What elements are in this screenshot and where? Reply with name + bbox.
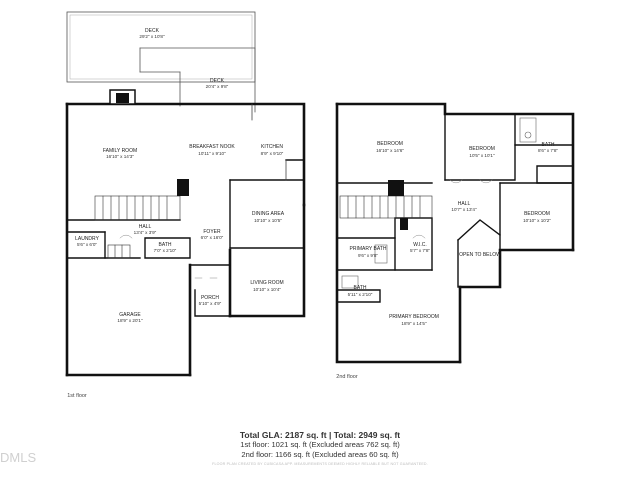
primary-bedroom-name: PRIMARY BEDROOM — [389, 314, 439, 320]
bath-1-dims: 7'0" x 2'10" — [154, 248, 177, 253]
porch-name: PORCH — [201, 295, 219, 301]
second-floor-walls — [335, 102, 575, 364]
hall-1-dims: 13'4" x 3'9" — [134, 230, 157, 235]
second-floor-labels: BEDROOM 16'10" x 14'6" BEDROOM 10'5" x 1… — [336, 141, 558, 380]
foyer-name: FOYER — [203, 229, 221, 235]
bedroom-1-dims: 16'10" x 14'6" — [376, 148, 404, 153]
second-floor-doors — [412, 179, 493, 239]
porch-dims: 5'10" x 4'9" — [199, 301, 222, 306]
total-area-headline: Total GLA: 2187 sq. ft | Total: 2949 sq.… — [239, 430, 401, 440]
living-room-name: LIVING ROOM — [250, 280, 283, 286]
primary-bath-name: PRIMARY BATH — [350, 246, 387, 252]
family-room-name: FAMILY ROOM — [103, 148, 137, 154]
second-floor-chimney — [388, 180, 404, 196]
hall-1-name: HALL — [139, 224, 152, 230]
first-floor-labels: DECK 29'2" x 10'8" DECK 20'4" x 9'8" FAM… — [67, 28, 285, 399]
wic-closet-block — [400, 218, 408, 230]
open-to-below-label: OPEN TO BELOW — [459, 252, 501, 258]
hall-2-dims: 10'7" x 13'4" — [451, 207, 477, 212]
deck-mid-dims: 20'4" x 9'8" — [206, 84, 229, 89]
bath-3-name: BATH — [354, 285, 367, 291]
bath-3-dims: 5'11" x 2'10" — [348, 292, 373, 297]
bedroom-2-name: BEDROOM — [469, 146, 495, 152]
bath-2-name: BATH — [542, 142, 555, 148]
wic-dims: 5'7" x 7'8" — [410, 248, 430, 253]
dining-area-dims: 10'10" x 10'5" — [254, 218, 282, 223]
foyer-dims: 6'0" x 16'0" — [201, 235, 224, 240]
fireplace-block — [177, 179, 189, 196]
deck-top-dims: 29'2" x 10'8" — [139, 34, 165, 39]
chimney-inner — [116, 93, 129, 103]
primary-bedroom-dims: 18'9" x 14'5" — [401, 321, 427, 326]
kitchen-name: KITCHEN — [261, 144, 283, 150]
second-floor-area: 2nd floor: 1166 sq. ft (Excluded areas 6… — [241, 450, 399, 459]
disclaimer: FLOOR PLAN CREATED BY CUBICASA APP. MEAS… — [212, 462, 428, 466]
bedroom-2-dims: 10'5" x 10'1" — [469, 153, 495, 158]
primary-bath-dims: 9'6" x 9'8" — [358, 253, 378, 258]
first-floor-interior-walls — [66, 159, 305, 317]
bath-1-name: BATH — [159, 242, 172, 248]
living-room-dims: 10'10" x 10'4" — [253, 287, 281, 292]
second-floor-stairs — [339, 195, 433, 219]
breakfast-nook-dims: 10'11" x 9'10" — [198, 151, 226, 156]
bath-2-dims: 8'6" x 7'8" — [538, 148, 558, 153]
hall-2-name: HALL — [458, 201, 471, 207]
deck-mid-name: DECK — [210, 78, 225, 84]
breakfast-nook-name: BREAKFAST NOOK — [189, 144, 235, 150]
first-floor-plan — [65, 11, 306, 377]
bedroom-3-name: BEDROOM — [524, 211, 550, 217]
laundry-dims: 5'6" x 6'0" — [77, 242, 97, 247]
garage-name: GARAGE — [119, 312, 141, 318]
wic-name: W.I.C. — [413, 242, 427, 248]
first-floor-label: 1st floor — [67, 393, 87, 399]
second-floor-plan — [335, 102, 575, 364]
first-floor-doors — [119, 234, 218, 279]
garage-dims: 18'9" x 20'1" — [117, 318, 143, 323]
deck-outlines — [66, 11, 256, 113]
first-floor-stairs — [94, 195, 181, 259]
bedroom-3-dims: 10'10" x 10'2" — [523, 218, 551, 223]
kitchen-counters — [251, 103, 287, 181]
watermark: DMLS — [0, 450, 37, 465]
bath-fixtures — [341, 117, 537, 289]
deck-top-name: DECK — [145, 28, 160, 34]
bedroom-1-name: BEDROOM — [377, 141, 403, 147]
kitchen-dims: 8'9" x 9'10" — [261, 151, 284, 156]
first-floor-area: 1st floor: 1021 sq. ft (Excluded areas 7… — [240, 440, 400, 449]
laundry-name: LAUNDRY — [75, 236, 99, 242]
family-room-dims: 16'10" x 14'3" — [106, 154, 134, 159]
second-floor-label: 2nd floor — [336, 374, 358, 380]
dining-area-name: DINING AREA — [252, 211, 285, 217]
